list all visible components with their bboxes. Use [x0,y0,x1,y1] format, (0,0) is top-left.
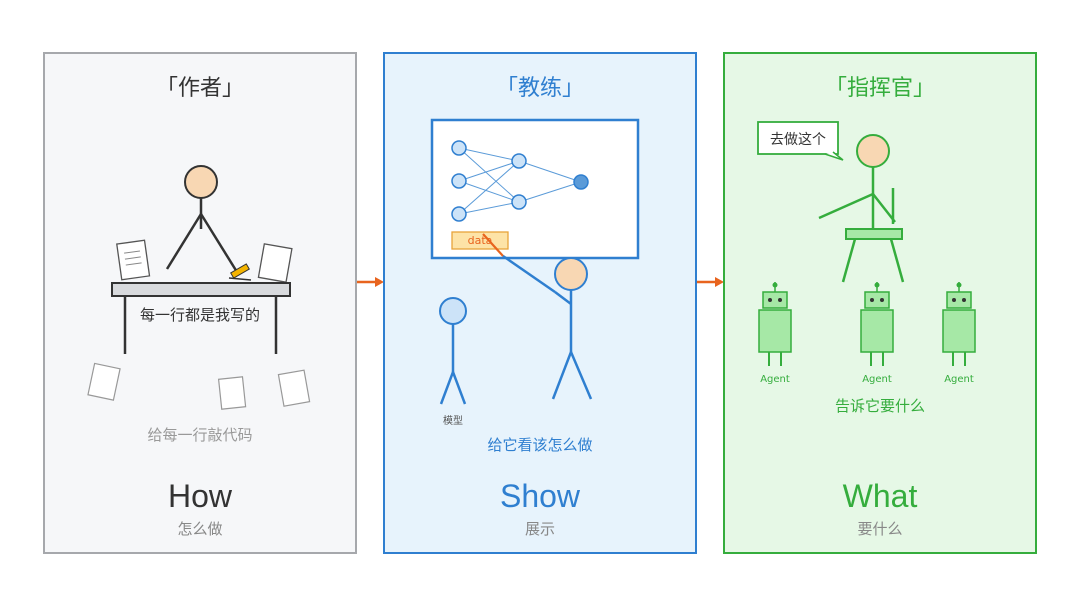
robot-icon [942,282,976,366]
author-head-icon [184,165,218,199]
commander-head-icon [856,134,890,168]
speech-text: 去做这个 [770,132,826,148]
panel-keyword: How [167,478,232,514]
network-nodes [451,140,589,222]
panel-commander: 「指挥官」 [723,52,1037,554]
desk-icon [111,282,291,297]
agent-label: Agent [760,374,790,385]
panel-title: 「教练」 [495,76,584,101]
commander-illustration [757,121,976,366]
author-arm-left [165,213,203,270]
agent-label: Agent [862,374,892,385]
panel-caption: 给它看该怎么做 [487,436,593,454]
panel-title: 「作者」 [155,76,244,101]
paper-sheet-icon [116,239,151,281]
panel-keyword: What [842,478,918,514]
pointer-stick-icon [502,254,556,294]
author-illustration [87,165,311,410]
pencil-icon [228,263,252,281]
model-head-icon [439,297,467,325]
coach-head-icon [554,257,588,291]
arrow-right-icon [357,277,384,287]
paper-sheet-icon [257,243,293,283]
agent-label: Agent [944,374,974,385]
panel-caption: 告诉它要什么 [834,397,925,415]
panel-coach: 「教练」 [383,52,697,554]
model-label: 模型 [443,416,463,427]
arrow-right-icon [697,277,724,287]
speech-bubble-icon [757,121,844,161]
paper-sheet-icon [277,369,311,407]
data-tag-label: data [467,234,493,247]
robot-icon [860,282,894,366]
robot-icon [758,282,792,366]
paper-sheet-icon [217,376,247,410]
panel-subtitle: 展示 [524,520,555,538]
panel-caption: 给每一行敲代码 [147,426,253,444]
pointer-tip [482,233,504,257]
panel-subtitle: 怎么做 [177,520,223,538]
panel-subtitle: 要什么 [857,520,903,538]
paper-sheet-icon [87,362,121,401]
desk-text: 每一行都是我写的 [139,306,260,324]
panel-title: 「指挥官」 [824,76,935,101]
coach-illustration [430,118,640,405]
panel-keyword: Show [499,478,581,514]
network-edges [458,147,582,215]
podium-icon [845,228,903,240]
author-arm-right [199,213,239,273]
panel-author: 「作者」 [43,52,357,554]
